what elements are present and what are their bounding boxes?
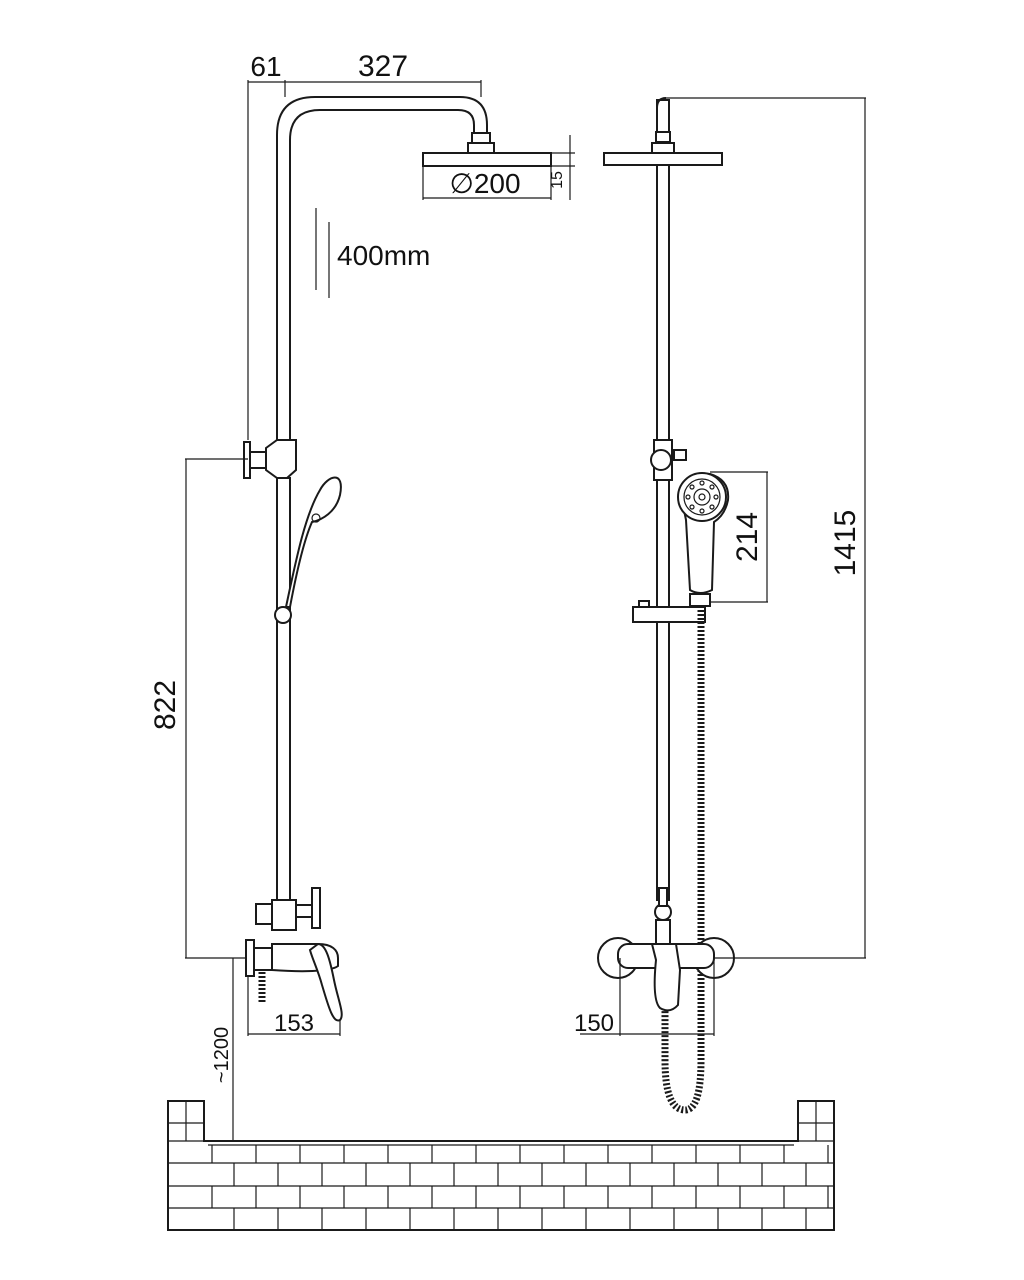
dim-arm-offset: 61	[250, 51, 281, 82]
dim-install-height: ~1200	[211, 1027, 233, 1083]
front-diverter-body	[655, 919, 671, 945]
dim-spout-length: 153	[274, 1010, 314, 1037]
front-rain-head	[603, 152, 723, 166]
dim-handshower-length: 214	[731, 512, 764, 562]
side-slider	[274, 606, 292, 624]
side-diverter-stem	[311, 887, 321, 929]
side-riser-pipe	[276, 96, 488, 440]
side-view: 61 327 ∅200 15 400mm 822 153 ~1200	[149, 50, 575, 1140]
side-head-nut	[467, 142, 495, 154]
side-hand-shower	[284, 476, 342, 608]
front-head-nut	[651, 142, 675, 154]
dim-arm-length: 327	[358, 50, 408, 83]
dim-head-thickness: 15	[549, 171, 566, 189]
side-diverter-body	[271, 899, 297, 931]
front-diverter-stem	[658, 887, 668, 907]
front-bracket-plate	[650, 449, 672, 471]
side-diverter-nut	[255, 903, 273, 925]
dim-head-diameter: ∅200	[449, 168, 520, 199]
front-bracket-screw	[673, 449, 687, 461]
side-bracket-arm	[249, 451, 267, 469]
side-riser-pipe-inner	[289, 109, 475, 440]
side-lower-pipe	[276, 477, 291, 901]
side-mixer-connector	[253, 947, 273, 971]
front-slider	[632, 606, 706, 623]
front-lower-pipe	[656, 479, 670, 901]
dim-total-height: 1415	[829, 510, 862, 577]
front-slider-holder	[689, 593, 711, 607]
front-mixer-lever	[650, 943, 682, 1012]
side-head-connector	[471, 132, 491, 144]
front-head-connector	[655, 131, 671, 143]
side-hand-shower-nozzle	[311, 513, 321, 523]
dim-inlet-spacing: 150	[574, 1010, 614, 1037]
side-bracket-clamp	[265, 439, 297, 479]
front-view: 1415 214 150	[574, 97, 866, 1114]
side-rain-head	[422, 152, 552, 167]
dim-mixer-to-bracket: 822	[149, 680, 182, 730]
front-slider-knob	[638, 600, 650, 608]
floor-brickwork	[167, 1100, 835, 1231]
brick-joints	[211, 1145, 829, 1230]
side-mixer-wall-plate	[245, 939, 255, 977]
dim-adjust-range: 400mm	[337, 240, 430, 271]
front-hand-shower-face	[677, 472, 727, 522]
